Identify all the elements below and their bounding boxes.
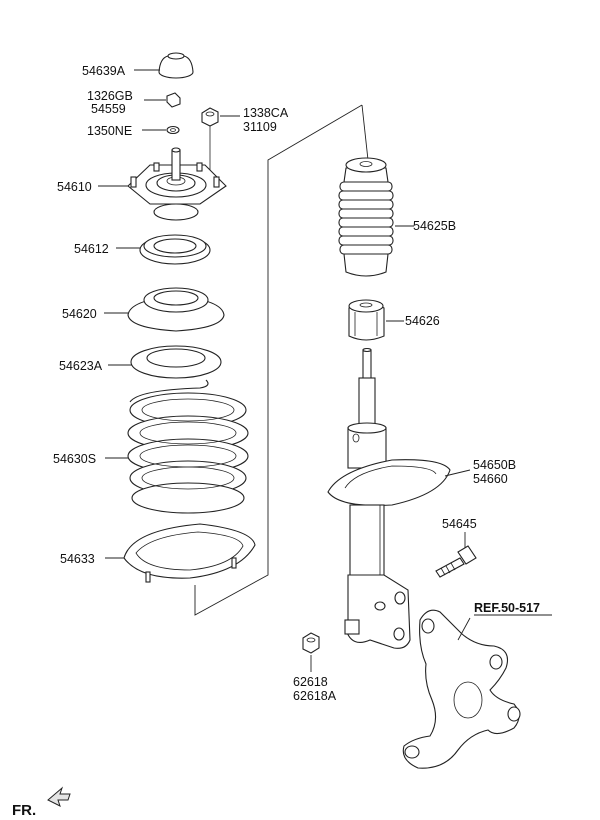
part-54623A-spring-pad <box>130 345 222 379</box>
part-54612-bearing <box>139 234 211 265</box>
front-direction-arrow-icon <box>47 786 71 807</box>
label-1326GB: 1326GB <box>87 89 133 103</box>
label-54650B: 54650B <box>473 458 516 472</box>
label-54639A: 54639A <box>82 64 126 78</box>
label-54625B: 54625B <box>413 219 456 233</box>
label-ref-50-517[interactable]: REF.50-517 <box>474 601 540 615</box>
label-54610: 54610 <box>57 180 92 194</box>
label-54620: 54620 <box>62 307 97 321</box>
part-54630S-coil-spring <box>127 379 249 514</box>
steering-knuckle <box>402 609 521 769</box>
part-54633-lower-pad <box>123 523 256 583</box>
part-54620-spring-seat <box>127 287 225 332</box>
label-62618: 62618 <box>293 675 328 689</box>
label-1338CA: 1338CA <box>243 106 289 120</box>
label-31109: 31109 <box>243 120 277 134</box>
part-62618-nut <box>302 632 320 654</box>
part-54650B-strut <box>327 347 451 649</box>
label-fr: FR. <box>12 802 36 819</box>
label-54633: 54633 <box>60 552 95 566</box>
part-54626-bump-stop <box>348 299 385 341</box>
label-54626: 54626 <box>405 314 440 328</box>
label-54612: 54612 <box>74 242 109 256</box>
part-54645-bolt <box>435 545 477 578</box>
part-54625B-dust-boot <box>338 157 394 277</box>
label-54623A: 54623A <box>59 359 103 373</box>
label-54645: 54645 <box>442 517 477 531</box>
assembly-bracket-line <box>194 104 363 616</box>
label-62618A: 62618A <box>293 689 337 703</box>
part-1350NE-washer <box>166 125 180 135</box>
part-1326GB-nut <box>166 92 181 108</box>
part-1338CA-nut <box>201 107 219 127</box>
part-54639A-cap <box>158 52 194 79</box>
label-54630S: 54630S <box>53 452 96 466</box>
label-54660: 54660 <box>473 472 508 486</box>
label-1350NE: 1350NE <box>87 124 132 138</box>
part-54610-upper-mount <box>127 147 227 221</box>
label-54559: 54559 <box>91 102 126 116</box>
